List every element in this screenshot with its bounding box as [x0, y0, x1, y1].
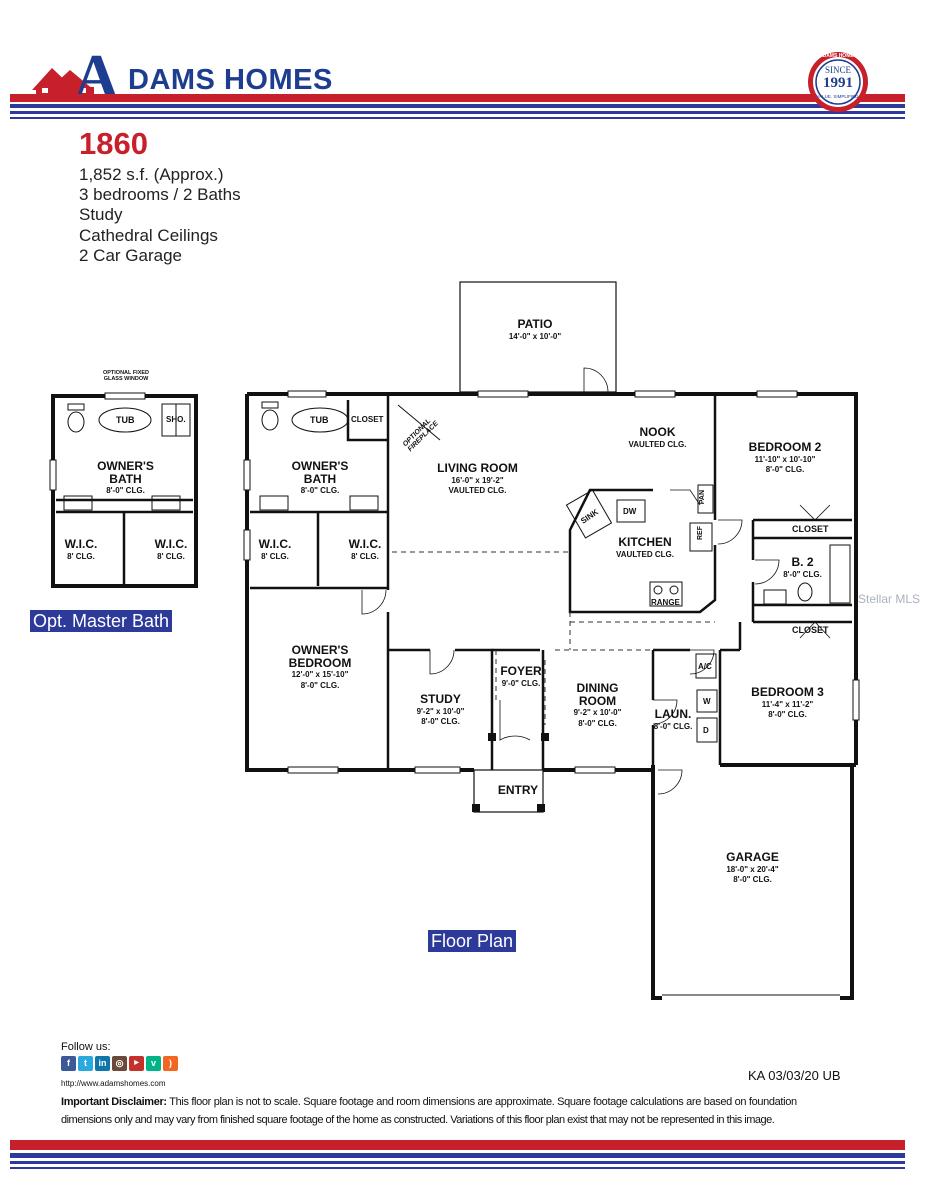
footer-stripe-blue	[10, 1153, 905, 1158]
disclaimer-line-2: dimensions only and may vary from finish…	[61, 1114, 775, 1126]
disclaimer-text-1: This floor plan is not to scale. Square …	[169, 1096, 797, 1108]
exterior-wall-top	[247, 392, 858, 640]
facebook-icon[interactable]: f	[61, 1056, 76, 1071]
bath2-closet-label: CLOSET	[792, 625, 829, 635]
header-stripe-blue	[10, 104, 905, 108]
header-stripe-blue-hair	[10, 117, 905, 119]
opt-master-bath-walls	[51, 394, 198, 588]
website-link[interactable]: http://www.adamshomes.com	[61, 1079, 166, 1088]
spec-garage: 2 Car Garage	[79, 246, 182, 265]
opt-master-bath-banner: Opt. Master Bath	[30, 610, 173, 632]
dishwasher-label: DW	[623, 507, 637, 516]
room-wic-2: W.I.C.8' CLG.	[348, 537, 382, 561]
stellar-mls-watermark: Stellar MLS	[858, 592, 921, 606]
seal-year: 1991	[823, 75, 853, 91]
seal-since: SINCE	[824, 65, 851, 75]
since-1991-seal: ADAMS HOMES SINCE 1991 VALUE. SIMPLIFIED…	[806, 50, 870, 114]
opt-wic-2: W.I.C.8' CLG.	[154, 537, 188, 561]
owners-closet-label: CLOSET	[351, 415, 384, 424]
follow-us-label: Follow us:	[61, 1041, 111, 1053]
room-wic-1: W.I.C.8' CLG.	[258, 537, 292, 561]
seal-ring-text: ADAMS HOMES	[818, 53, 858, 59]
seal-tagline: VALUE. SIMPLIFIED.	[816, 94, 860, 99]
dryer-label: D	[703, 726, 709, 735]
garage-wall	[651, 765, 662, 1000]
vine-icon[interactable]: v	[146, 1056, 161, 1071]
instagram-icon[interactable]: ◎	[112, 1056, 127, 1071]
twitter-icon[interactable]: t	[78, 1056, 93, 1071]
room-laundry: LAUN.8'-0" CLG.	[653, 707, 693, 731]
house-logo-icon	[32, 68, 94, 95]
header-stripe-blue-thin	[10, 111, 905, 114]
footer-stripe-red	[10, 1140, 905, 1150]
range-label: RANGE	[651, 598, 680, 607]
spec-square-footage: 1,852 s.f. (Approx.)	[79, 165, 224, 184]
disclaimer-line-1: Important Disclaimer: This floor plan is…	[61, 1096, 861, 1108]
exterior-wall-left	[245, 394, 474, 772]
room-entry: ENTRY	[497, 783, 539, 797]
washer-label: W	[703, 697, 711, 706]
fixed-window-label: OPTIONAL FIXED GLASS WINDOW	[102, 370, 150, 383]
spec-ceilings: Cathedral Ceilings	[79, 226, 218, 245]
footer-stripe-blue-hair	[10, 1167, 905, 1169]
spec-study: Study	[79, 205, 123, 224]
spec-bedrooms-baths: 3 bedrooms / 2 Baths	[79, 185, 241, 204]
disclaimer-heading: Important Disclaimer:	[61, 1096, 167, 1108]
floor-plan-banner: Floor Plan	[428, 930, 517, 952]
plan-number: 1860	[79, 126, 148, 161]
plan-code: KA 03/03/20 UB	[748, 1068, 841, 1083]
opt-wic-1: W.I.C.8' CLG.	[64, 537, 98, 561]
bed2-closet-label: CLOSET	[792, 524, 829, 534]
refrigerator-label: REF	[697, 526, 704, 540]
pantry-label: PAN	[699, 490, 706, 505]
youtube-icon[interactable]: ▶	[129, 1056, 144, 1071]
opt-tub-label: TUB	[116, 415, 135, 425]
ac-label: A/C	[698, 662, 712, 671]
brand-name: DAMS HOMES	[128, 64, 333, 96]
opt-shower-label: SHO.	[166, 415, 186, 424]
linkedin-icon[interactable]: in	[95, 1056, 110, 1071]
footer-stripe-blue-thin	[10, 1161, 905, 1164]
tub-label: TUB	[310, 415, 329, 425]
rss-icon[interactable]: )	[163, 1056, 178, 1071]
header-stripe-red	[10, 94, 905, 102]
